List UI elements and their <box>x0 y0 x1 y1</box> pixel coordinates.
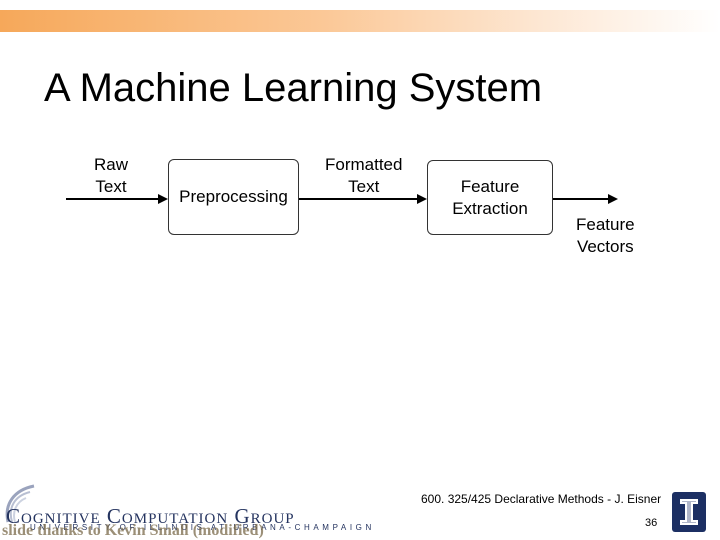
raw-text-label: Raw Text <box>94 154 128 198</box>
footer-credit: 600. 325/425 Declarative Methods - J. Ei… <box>421 492 662 506</box>
arrow-head-icon <box>158 194 168 204</box>
feature-extraction-line-1: Feature <box>460 176 520 196</box>
arrow-extraction-to-vectors <box>553 198 608 200</box>
preprocessing-label: Preprocessing <box>179 187 288 206</box>
ccg-logo-name: Cognitive Computation Group <box>6 504 295 528</box>
feature-vectors-line-2: Vectors <box>576 237 634 256</box>
page-number: 36 <box>645 517 658 529</box>
feature-vectors-line-1: Feature <box>576 215 635 234</box>
formatted-text-label: Formatted Text <box>325 154 402 198</box>
raw-text-line-1: Raw <box>94 155 129 174</box>
swirl-icon <box>5 484 35 523</box>
arrow-head-icon <box>608 194 618 204</box>
illinois-i-icon <box>680 499 698 525</box>
arrow-preprocessing-to-extraction <box>299 198 417 200</box>
formatted-text-line-1: Formatted <box>325 155 403 174</box>
feature-extraction-box: Feature Extraction <box>427 160 553 235</box>
ccg-logo-university: UNIVERSITY OF ILLINOIS AT URBANA-CHAMPAI… <box>30 523 375 532</box>
ccg-logo: Cognitive Computation Group UNIVERSITY O… <box>0 478 371 540</box>
arrow-head-icon <box>417 194 427 204</box>
arrow-raw-to-preprocessing <box>66 198 158 200</box>
formatted-text-line-2: Text <box>348 177 380 196</box>
feature-extraction-line-2: Extraction <box>452 198 528 218</box>
slide-thanks: slide thanks to Kevin Small (modified) <box>2 522 264 539</box>
illinois-logo <box>672 492 706 532</box>
feature-vectors-label: Feature Vectors <box>576 214 635 258</box>
preprocessing-box: Preprocessing <box>168 159 299 235</box>
raw-text-line-2: Text <box>95 177 127 196</box>
slide-title: A Machine Learning System <box>44 66 543 110</box>
header-band <box>0 10 720 32</box>
